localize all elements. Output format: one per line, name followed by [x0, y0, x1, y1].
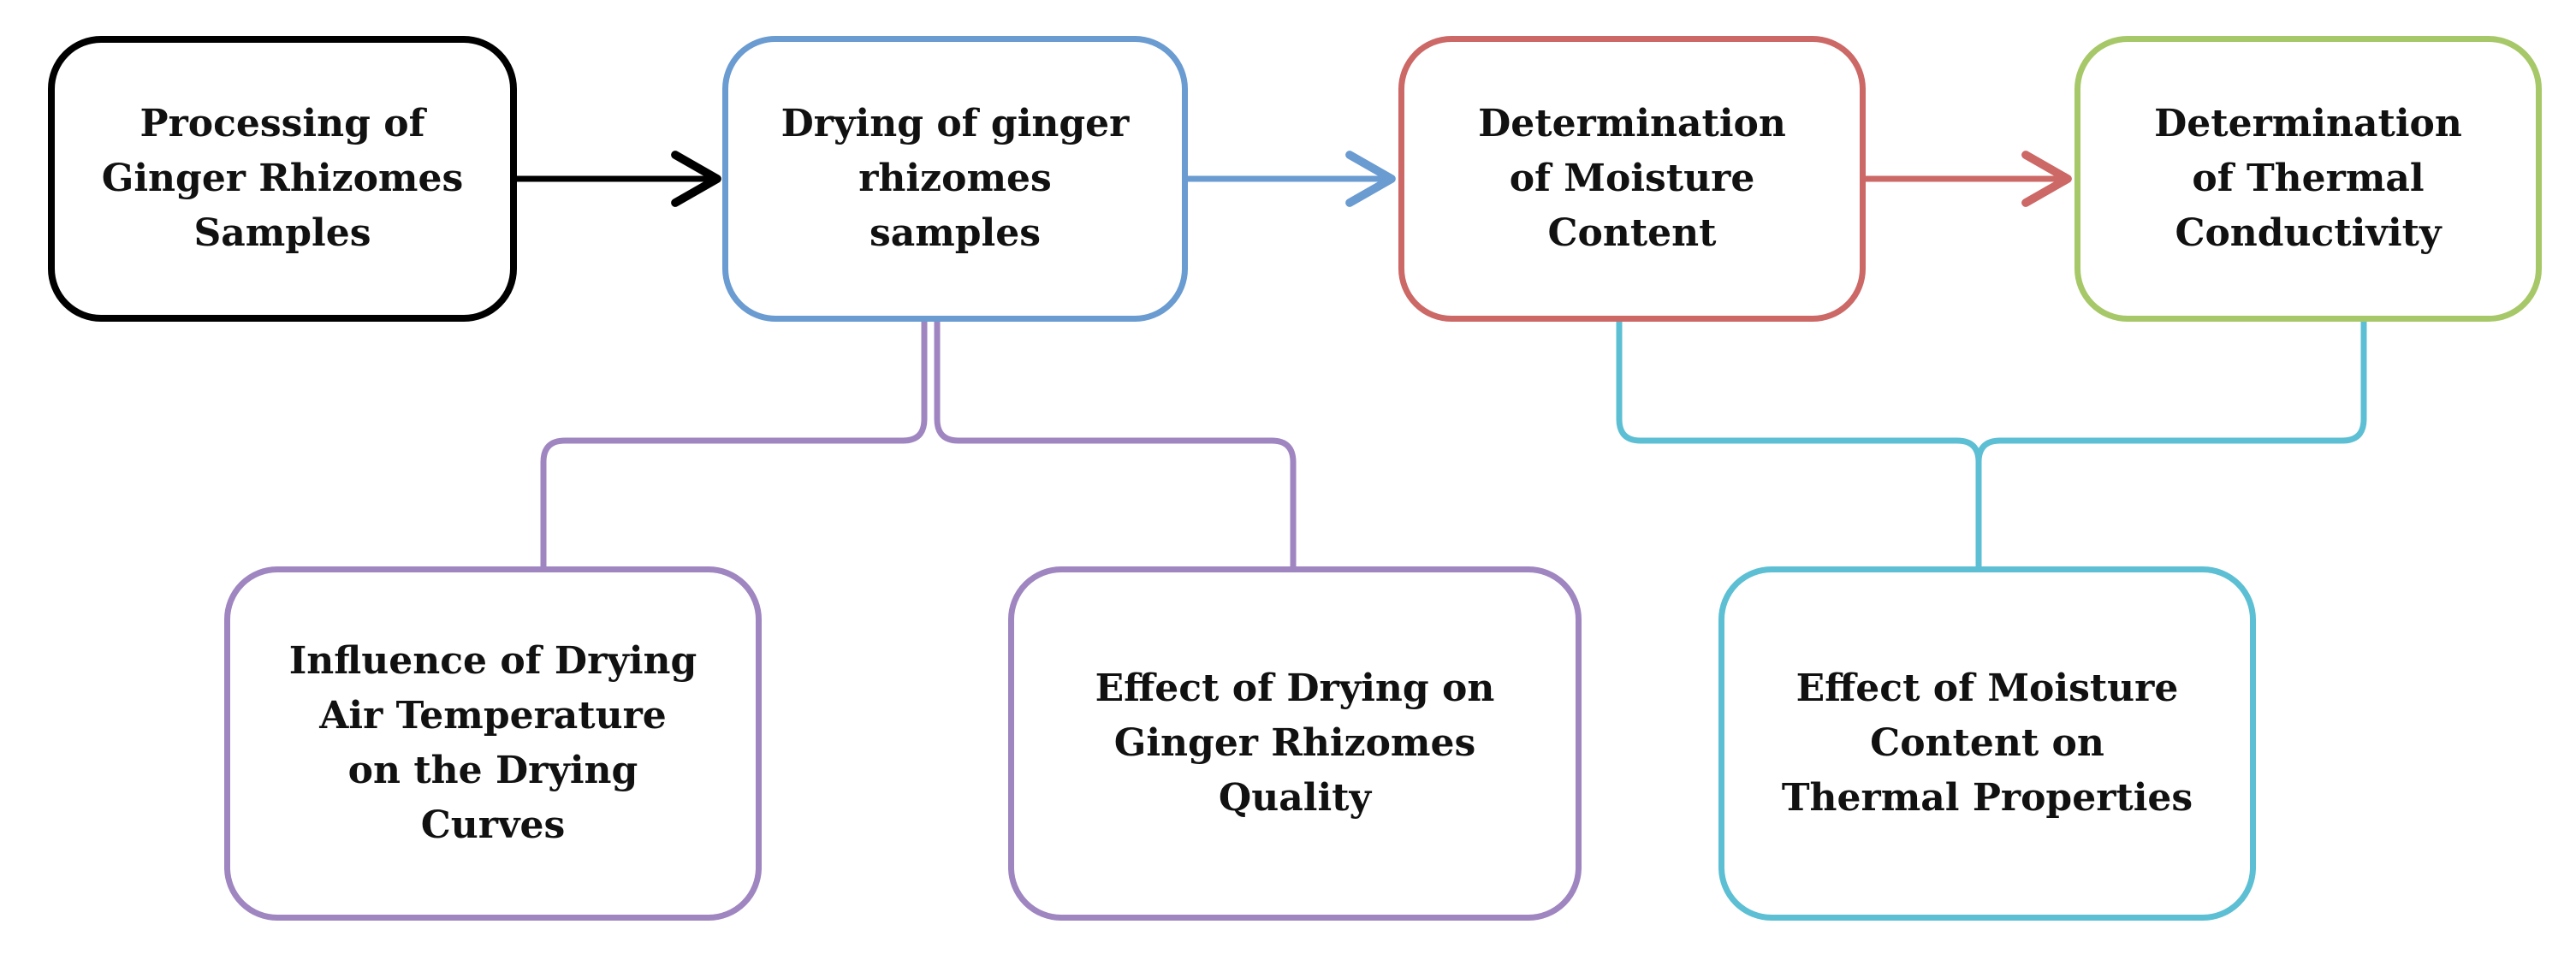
- brace-drying-branches: [540, 322, 1297, 566]
- box-drying-label: Drying of ginger rhizomes samples: [781, 102, 1130, 255]
- box-drying-air-temperature: Influence of Drying Air Temperature on t…: [224, 566, 762, 921]
- box-quality-label: Effect of Drying on Ginger Rhizomes Qual…: [1095, 667, 1495, 820]
- box-moisture-content: Determination of Moisture Content: [1398, 36, 1866, 322]
- brace-thermal-properties: [1616, 322, 2367, 566]
- box-moisture-label: Determination of Moisture Content: [1478, 102, 1786, 255]
- box-thermal-properties: Effect of Moisture Content on Thermal Pr…: [1718, 566, 2256, 921]
- box-processing-label: Processing of Ginger Rhizomes Samples: [101, 102, 464, 255]
- box-drying-samples: Drying of ginger rhizomes samples: [722, 36, 1188, 322]
- box-thermal-conductivity: Determination of Thermal Conductivity: [2074, 36, 2542, 322]
- box-thermal-properties-label: Effect of Moisture Content on Thermal Pr…: [1781, 667, 2193, 820]
- box-drying-quality: Effect of Drying on Ginger Rhizomes Qual…: [1008, 566, 1582, 921]
- box-influence-label: Influence of Drying Air Temperature on t…: [288, 639, 697, 847]
- box-processing-samples: Processing of Ginger Rhizomes Samples: [48, 36, 517, 322]
- box-thermal-label: Determination of Thermal Conductivity: [2154, 102, 2462, 255]
